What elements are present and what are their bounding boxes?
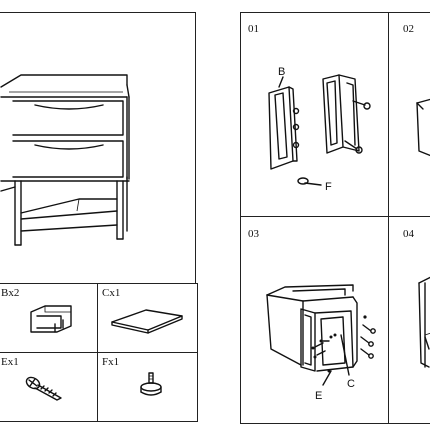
part-e-label: Ex1	[1, 356, 19, 368]
part-c-cell: Cx1	[97, 283, 198, 353]
callout-b: B	[278, 66, 285, 78]
callout-c: C	[347, 378, 355, 390]
step-04-number: 04	[403, 228, 414, 240]
step-03-illustration: C E	[266, 284, 376, 402]
overview-panel	[0, 12, 196, 284]
callout-f: F	[325, 181, 332, 193]
part-b-cell: Bx2	[0, 283, 98, 353]
part-b-label: Bx2	[1, 287, 20, 299]
step-02-illustration	[416, 98, 430, 157]
part-f-label: Fx1	[102, 356, 120, 368]
glide-f-illustration	[140, 372, 162, 396]
bracket-b-illustration	[30, 305, 72, 333]
step-01-illustration: B F	[268, 66, 371, 193]
callout-e: E	[315, 390, 322, 402]
step-02-panel: 02	[388, 12, 430, 217]
part-f-cell: Fx1	[97, 352, 198, 422]
step-04-panel: 04	[388, 216, 430, 424]
panel-c-illustration	[111, 309, 183, 334]
cabinet-overview-illustration	[0, 74, 130, 246]
part-e-cell: Ex1	[0, 352, 98, 422]
step-01-number: 01	[248, 23, 259, 35]
screw-e-illustration	[25, 376, 62, 401]
step-03-number: 03	[248, 228, 259, 240]
part-c-label: Cx1	[102, 287, 121, 299]
step-01-panel: 01 B F	[240, 12, 389, 217]
step-04-illustration	[418, 276, 430, 368]
step-02-number: 02	[403, 23, 414, 35]
step-03-panel: 03 C E	[240, 216, 389, 424]
